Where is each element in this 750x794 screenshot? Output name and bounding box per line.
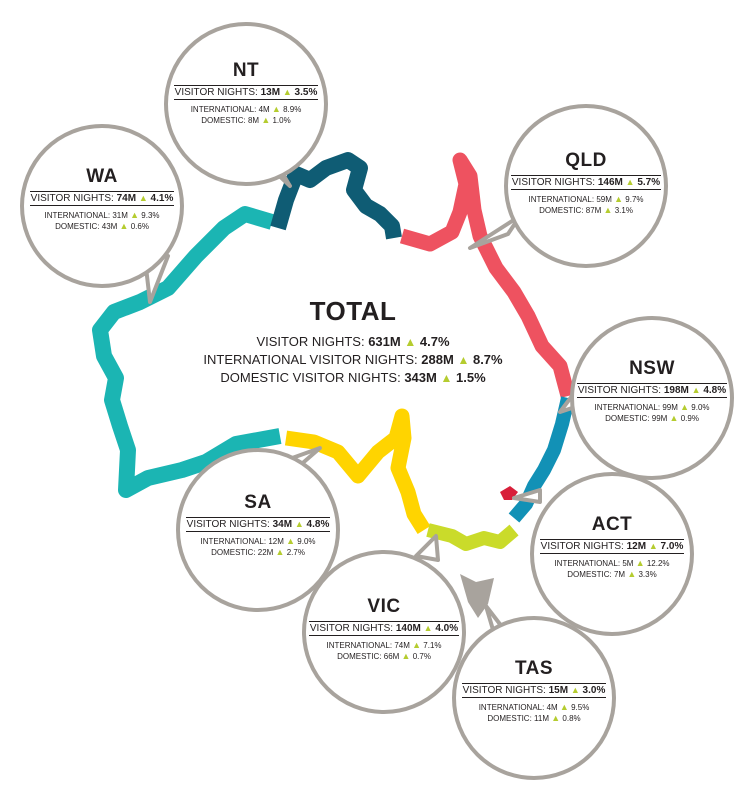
international-line: INTERNATIONAL: 31M ▲ 9.3%: [44, 210, 160, 220]
up-triangle-icon: ▲: [130, 210, 140, 220]
up-triangle-icon: ▲: [570, 685, 580, 695]
up-triangle-icon: ▲: [404, 335, 417, 349]
up-triangle-icon: ▲: [440, 371, 453, 385]
international-line: INTERNATIONAL: 99M ▲ 9.0%: [594, 402, 710, 412]
row-change: 8.7%: [472, 352, 503, 367]
visitor-nights-line: VISITOR NIGHTS: 146M ▲ 5.7%: [510, 175, 662, 190]
total-summary: TOTAL VISITOR NIGHTS: 631M ▲ 4.7% INTERN…: [180, 296, 526, 387]
international-line: INTERNATIONAL: 4M ▲ 9.5%: [478, 702, 590, 712]
row-change: 4.7%: [419, 334, 450, 349]
region-code: NT: [232, 60, 260, 81]
visitor-nights-line: VISITOR NIGHTS: 198M ▲ 4.8%: [576, 383, 728, 398]
tas-bubble: TAS VISITOR NIGHTS: 15M ▲ 3.0% INTERNATI…: [452, 616, 616, 780]
domestic-line: DOMESTIC: 43M ▲ 0.6%: [55, 221, 149, 231]
international-line: INTERNATIONAL: 5M ▲ 12.2%: [554, 558, 670, 568]
nsw-bubble: NSW VISITOR NIGHTS: 198M ▲ 4.8% INTERNAT…: [570, 316, 734, 480]
up-triangle-icon: ▲: [614, 194, 624, 204]
qld-coastline: [399, 152, 576, 398]
nt-coastline: [270, 152, 402, 240]
international-line: INTERNATIONAL: 59M ▲ 9.7%: [528, 194, 644, 204]
domestic-line: DOMESTIC: 66M ▲ 0.7%: [337, 651, 431, 661]
act-bubble: ACT VISITOR NIGHTS: 12M ▲ 7.0% INTERNATI…: [530, 472, 694, 636]
wa-coastline: [92, 206, 282, 498]
international-line: INTERNATIONAL: 74M ▲ 7.1%: [326, 640, 442, 650]
row-value: 631M: [368, 334, 401, 349]
nsw-coastline: [508, 396, 575, 523]
visitor-nights-line: VISITOR NIGHTS: 13M ▲ 3.5%: [173, 85, 319, 100]
up-triangle-icon: ▲: [648, 541, 658, 551]
up-triangle-icon: ▲: [282, 87, 292, 97]
up-triangle-icon: ▲: [559, 702, 569, 712]
up-triangle-icon: ▲: [275, 547, 285, 557]
up-triangle-icon: ▲: [423, 623, 433, 633]
up-triangle-icon: ▲: [138, 193, 148, 203]
up-triangle-icon: ▲: [412, 640, 422, 650]
up-triangle-icon: ▲: [603, 205, 613, 215]
up-triangle-icon: ▲: [286, 536, 296, 546]
domestic-line: DOMESTIC: 99M ▲ 0.9%: [605, 413, 699, 423]
up-triangle-icon: ▲: [401, 651, 411, 661]
up-triangle-icon: ▲: [294, 519, 304, 529]
visitor-nights-line: VISITOR NIGHTS: 12M ▲ 7.0%: [539, 539, 685, 554]
vic-bubble: VIC VISITOR NIGHTS: 140M ▲ 4.0% INTERNAT…: [302, 550, 466, 714]
up-triangle-icon: ▲: [669, 413, 679, 423]
region-code: SA: [244, 492, 272, 513]
domestic-line: DOMESTIC: 8M ▲ 1.0%: [201, 115, 291, 125]
qld-bubble: QLD VISITOR NIGHTS: 146M ▲ 5.7% INTERNAT…: [504, 104, 668, 268]
region-code: VIC: [367, 596, 401, 617]
up-triangle-icon: ▲: [457, 353, 470, 367]
domestic-line: DOMESTIC: 7M ▲ 3.3%: [567, 569, 657, 579]
row-value: 343M: [404, 370, 437, 385]
row-label: DOMESTIC VISITOR NIGHTS:: [220, 370, 401, 385]
row-value: 288M: [421, 352, 454, 367]
domestic-line: DOMESTIC: 11M ▲ 0.8%: [487, 713, 581, 723]
region-code: QLD: [565, 150, 607, 171]
total-international-row: INTERNATIONAL VISITOR NIGHTS: 288M ▲ 8.7…: [180, 351, 526, 369]
region-code: TAS: [514, 658, 554, 679]
domestic-line: DOMESTIC: 22M ▲ 2.7%: [211, 547, 305, 557]
visitor-nights-line: VISITOR NIGHTS: 140M ▲ 4.0%: [308, 621, 460, 636]
visitor-nights-line: VISITOR NIGHTS: 34M ▲ 4.8%: [185, 517, 331, 532]
nt-bubble: NT VISITOR NIGHTS: 13M ▲ 3.5% INTERNATIO…: [164, 22, 328, 186]
domestic-line: DOMESTIC: 87M ▲ 3.1%: [539, 205, 633, 215]
row-change: 1.5%: [456, 370, 486, 385]
up-triangle-icon: ▲: [635, 558, 645, 568]
up-triangle-icon: ▲: [691, 385, 701, 395]
row-label: VISITOR NIGHTS:: [256, 334, 365, 349]
sa-bubble: SA VISITOR NIGHTS: 34M ▲ 4.8% INTERNATIO…: [176, 448, 340, 612]
up-triangle-icon: ▲: [625, 177, 635, 187]
vic-bubble-tail: [414, 534, 440, 562]
region-code: ACT: [591, 514, 633, 535]
sa-coastline: [284, 408, 431, 534]
total-domestic-row: DOMESTIC VISITOR NIGHTS: 343M ▲ 1.5%: [180, 369, 526, 387]
wa-bubble: WA VISITOR NIGHTS: 74M ▲ 4.1% INTERNATIO…: [20, 124, 184, 288]
vic-coastline: [426, 523, 519, 551]
up-triangle-icon: ▲: [551, 713, 561, 723]
total-title: TOTAL: [309, 296, 397, 326]
international-line: INTERNATIONAL: 12M ▲ 9.0%: [200, 536, 316, 546]
international-line: INTERNATIONAL: 4M ▲ 8.9%: [190, 104, 302, 114]
up-triangle-icon: ▲: [261, 115, 271, 125]
region-code: WA: [86, 166, 118, 187]
total-visitor-nights-row: VISITOR NIGHTS: 631M ▲ 4.7%: [180, 333, 526, 351]
up-triangle-icon: ▲: [680, 402, 690, 412]
row-label: INTERNATIONAL VISITOR NIGHTS:: [203, 352, 418, 367]
up-triangle-icon: ▲: [271, 104, 281, 114]
up-triangle-icon: ▲: [119, 221, 129, 231]
up-triangle-icon: ▲: [627, 569, 637, 579]
visitor-nights-line: VISITOR NIGHTS: 15M ▲ 3.0%: [461, 683, 607, 698]
visitor-nights-line: VISITOR NIGHTS: 74M ▲ 4.1%: [29, 191, 175, 206]
act-bubble-tail: [512, 488, 542, 504]
region-code: NSW: [629, 358, 675, 379]
